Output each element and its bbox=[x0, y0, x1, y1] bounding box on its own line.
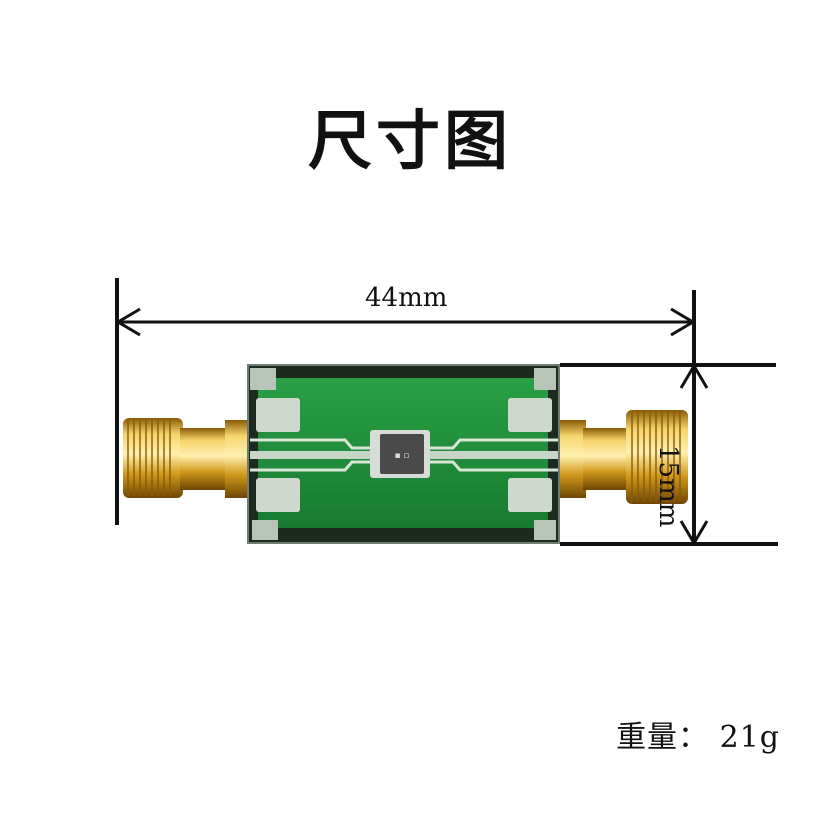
height-dimension bbox=[560, 363, 778, 546]
weight-label: 重量： bbox=[616, 720, 710, 755]
height-arrow-bottom bbox=[679, 520, 709, 546]
page-title: 尺寸图 bbox=[308, 104, 512, 179]
weight-info: 重量： 21g bbox=[616, 712, 780, 756]
sma-connector-icon bbox=[123, 418, 249, 498]
rf-chip-icon: ▪ ▫ bbox=[370, 430, 430, 478]
width-arrow-right bbox=[670, 307, 696, 337]
height-dimension-label: 15mm bbox=[653, 445, 683, 528]
rf-traces bbox=[250, 438, 558, 472]
svg-text:▪ ▫: ▪ ▫ bbox=[394, 451, 409, 461]
weight-value: 21g bbox=[719, 720, 780, 755]
height-arrow-top bbox=[679, 363, 709, 389]
width-dimension-label: 44mm bbox=[365, 283, 448, 313]
sma-connector-icon bbox=[560, 410, 688, 504]
width-arrow-left bbox=[115, 307, 141, 337]
